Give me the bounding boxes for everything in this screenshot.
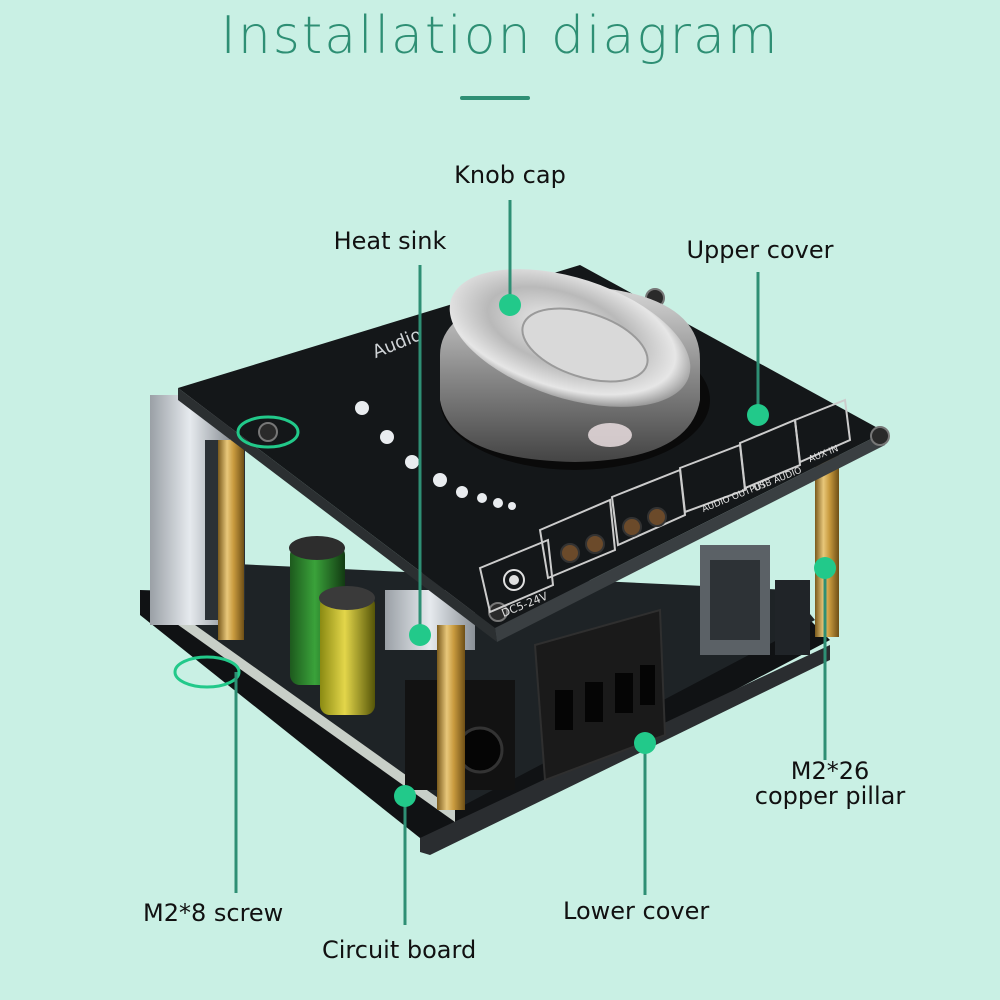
capacitor-green-top [289, 536, 345, 560]
port-jack-circles [560, 507, 667, 563]
lower-cover-label: Lower cover [563, 897, 710, 925]
lower-cover-marker [634, 732, 656, 754]
upper-cover-marker [747, 404, 769, 426]
m2-screw-label: M2*8 screw [143, 899, 284, 927]
screw-callout-ring [236, 415, 300, 449]
terminal-slots [555, 665, 655, 730]
capacitor-yellow-top [319, 586, 375, 610]
knob-cap-marker [499, 294, 521, 316]
page-title: Installation diagram [220, 6, 780, 66]
knob-cap-center [521, 307, 649, 383]
knob-cap-label: Knob cap [454, 161, 566, 189]
led-indicator-dots [355, 401, 516, 510]
copper-pillar-label-line1: M2*26 [790, 757, 870, 785]
copper-pillar-label-line2: copper pillar [754, 782, 906, 810]
upper-cover-left-edge [178, 388, 497, 642]
capacitor-yellow [320, 595, 375, 715]
circuit-board-marker [394, 785, 416, 807]
circuit-board-label: Circuit board [322, 936, 477, 964]
dc-power-icon [503, 569, 525, 591]
board-edge-strip [160, 600, 455, 822]
usb-port-inner [710, 560, 760, 640]
leader-lines [234, 200, 827, 925]
copper-pillar-back-left [218, 440, 244, 640]
heat-sink-marker [409, 624, 431, 646]
title-underline [460, 96, 530, 100]
copper-pillar-right [815, 452, 839, 637]
copper-pillar-marker [814, 557, 836, 579]
upper-cover-edge [495, 432, 885, 642]
port-markings [478, 398, 852, 614]
heat-sink-label: Heat sink [333, 227, 447, 255]
pillar-base-callout-ring [173, 655, 241, 689]
upper-cover-label: Upper cover [686, 236, 834, 264]
copper-pillar-front [437, 625, 465, 810]
knob-glow [588, 423, 632, 447]
callout-markers [394, 294, 836, 807]
aux-jack [775, 580, 810, 655]
